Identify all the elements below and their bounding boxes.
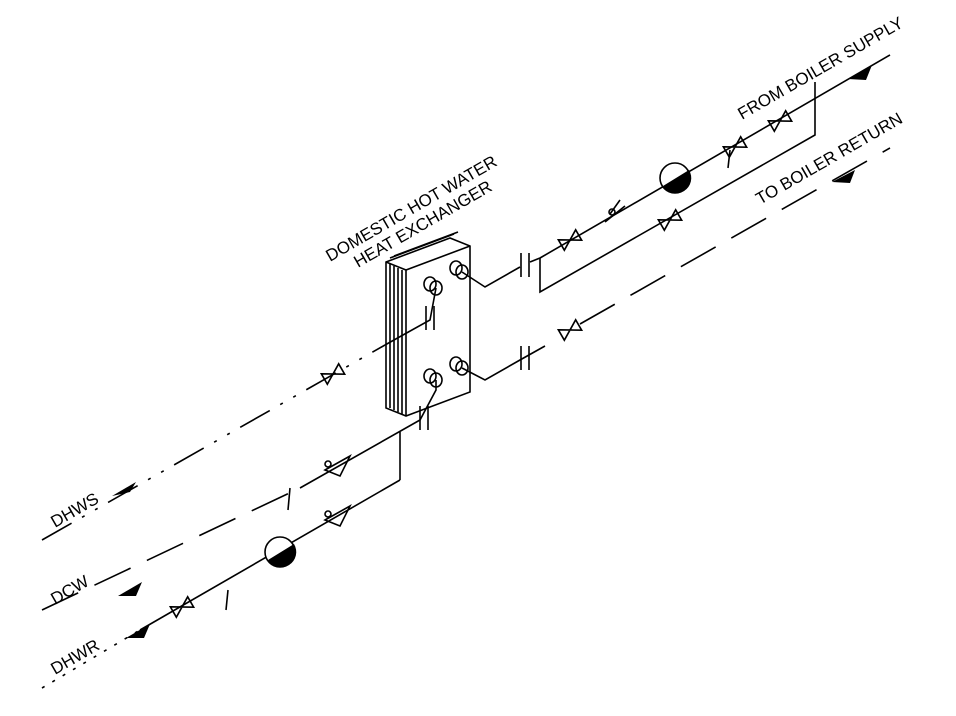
exchanger-title-line1: DOMESTIC HOT WATER: [323, 152, 501, 266]
shutoff-stem: [287, 487, 291, 511]
pump-icon: [264, 536, 297, 568]
from-boiler-supply-label: FROM BOILER SUPPLY: [735, 13, 907, 123]
arrow-icon: [112, 482, 136, 496]
port-upper-front: [423, 276, 443, 296]
dcw-label: DCW: [48, 572, 93, 609]
balancing-valve-icon: [722, 136, 748, 158]
check-valve-icon: [323, 504, 352, 528]
balancing-valve-icon: [225, 589, 229, 611]
check-valve-icon: [323, 454, 352, 478]
gate-valve-icon: [320, 363, 346, 385]
gate-valve-icon: [169, 596, 195, 618]
port-upper-back: [449, 260, 469, 280]
bypass-valve-icon: [657, 209, 683, 231]
gate-valve-icon: [557, 319, 583, 341]
to-boiler-return-label: TO BOILER RETURN: [753, 109, 906, 208]
pump-icon: [659, 162, 692, 194]
check-valve-icon: [604, 199, 626, 223]
dcw-line: [41, 380, 437, 611]
boiler-return-line: [461, 147, 891, 381]
gate-valve-icon: [767, 110, 793, 132]
arrow-icon: [848, 65, 872, 80]
dhws-label: DHWS: [48, 489, 102, 531]
boiler-supply-line: [461, 54, 891, 294]
dhws-line: [41, 287, 437, 541]
arrow-icon: [118, 582, 142, 596]
arrow-icon: [832, 170, 855, 183]
arrow-icon: [126, 624, 150, 638]
port-lower-back: [449, 356, 469, 376]
gate-valve-icon: [557, 229, 583, 251]
union-supply: [520, 252, 530, 278]
heat-exchanger: [385, 231, 471, 417]
dhwr-line: [41, 479, 401, 689]
